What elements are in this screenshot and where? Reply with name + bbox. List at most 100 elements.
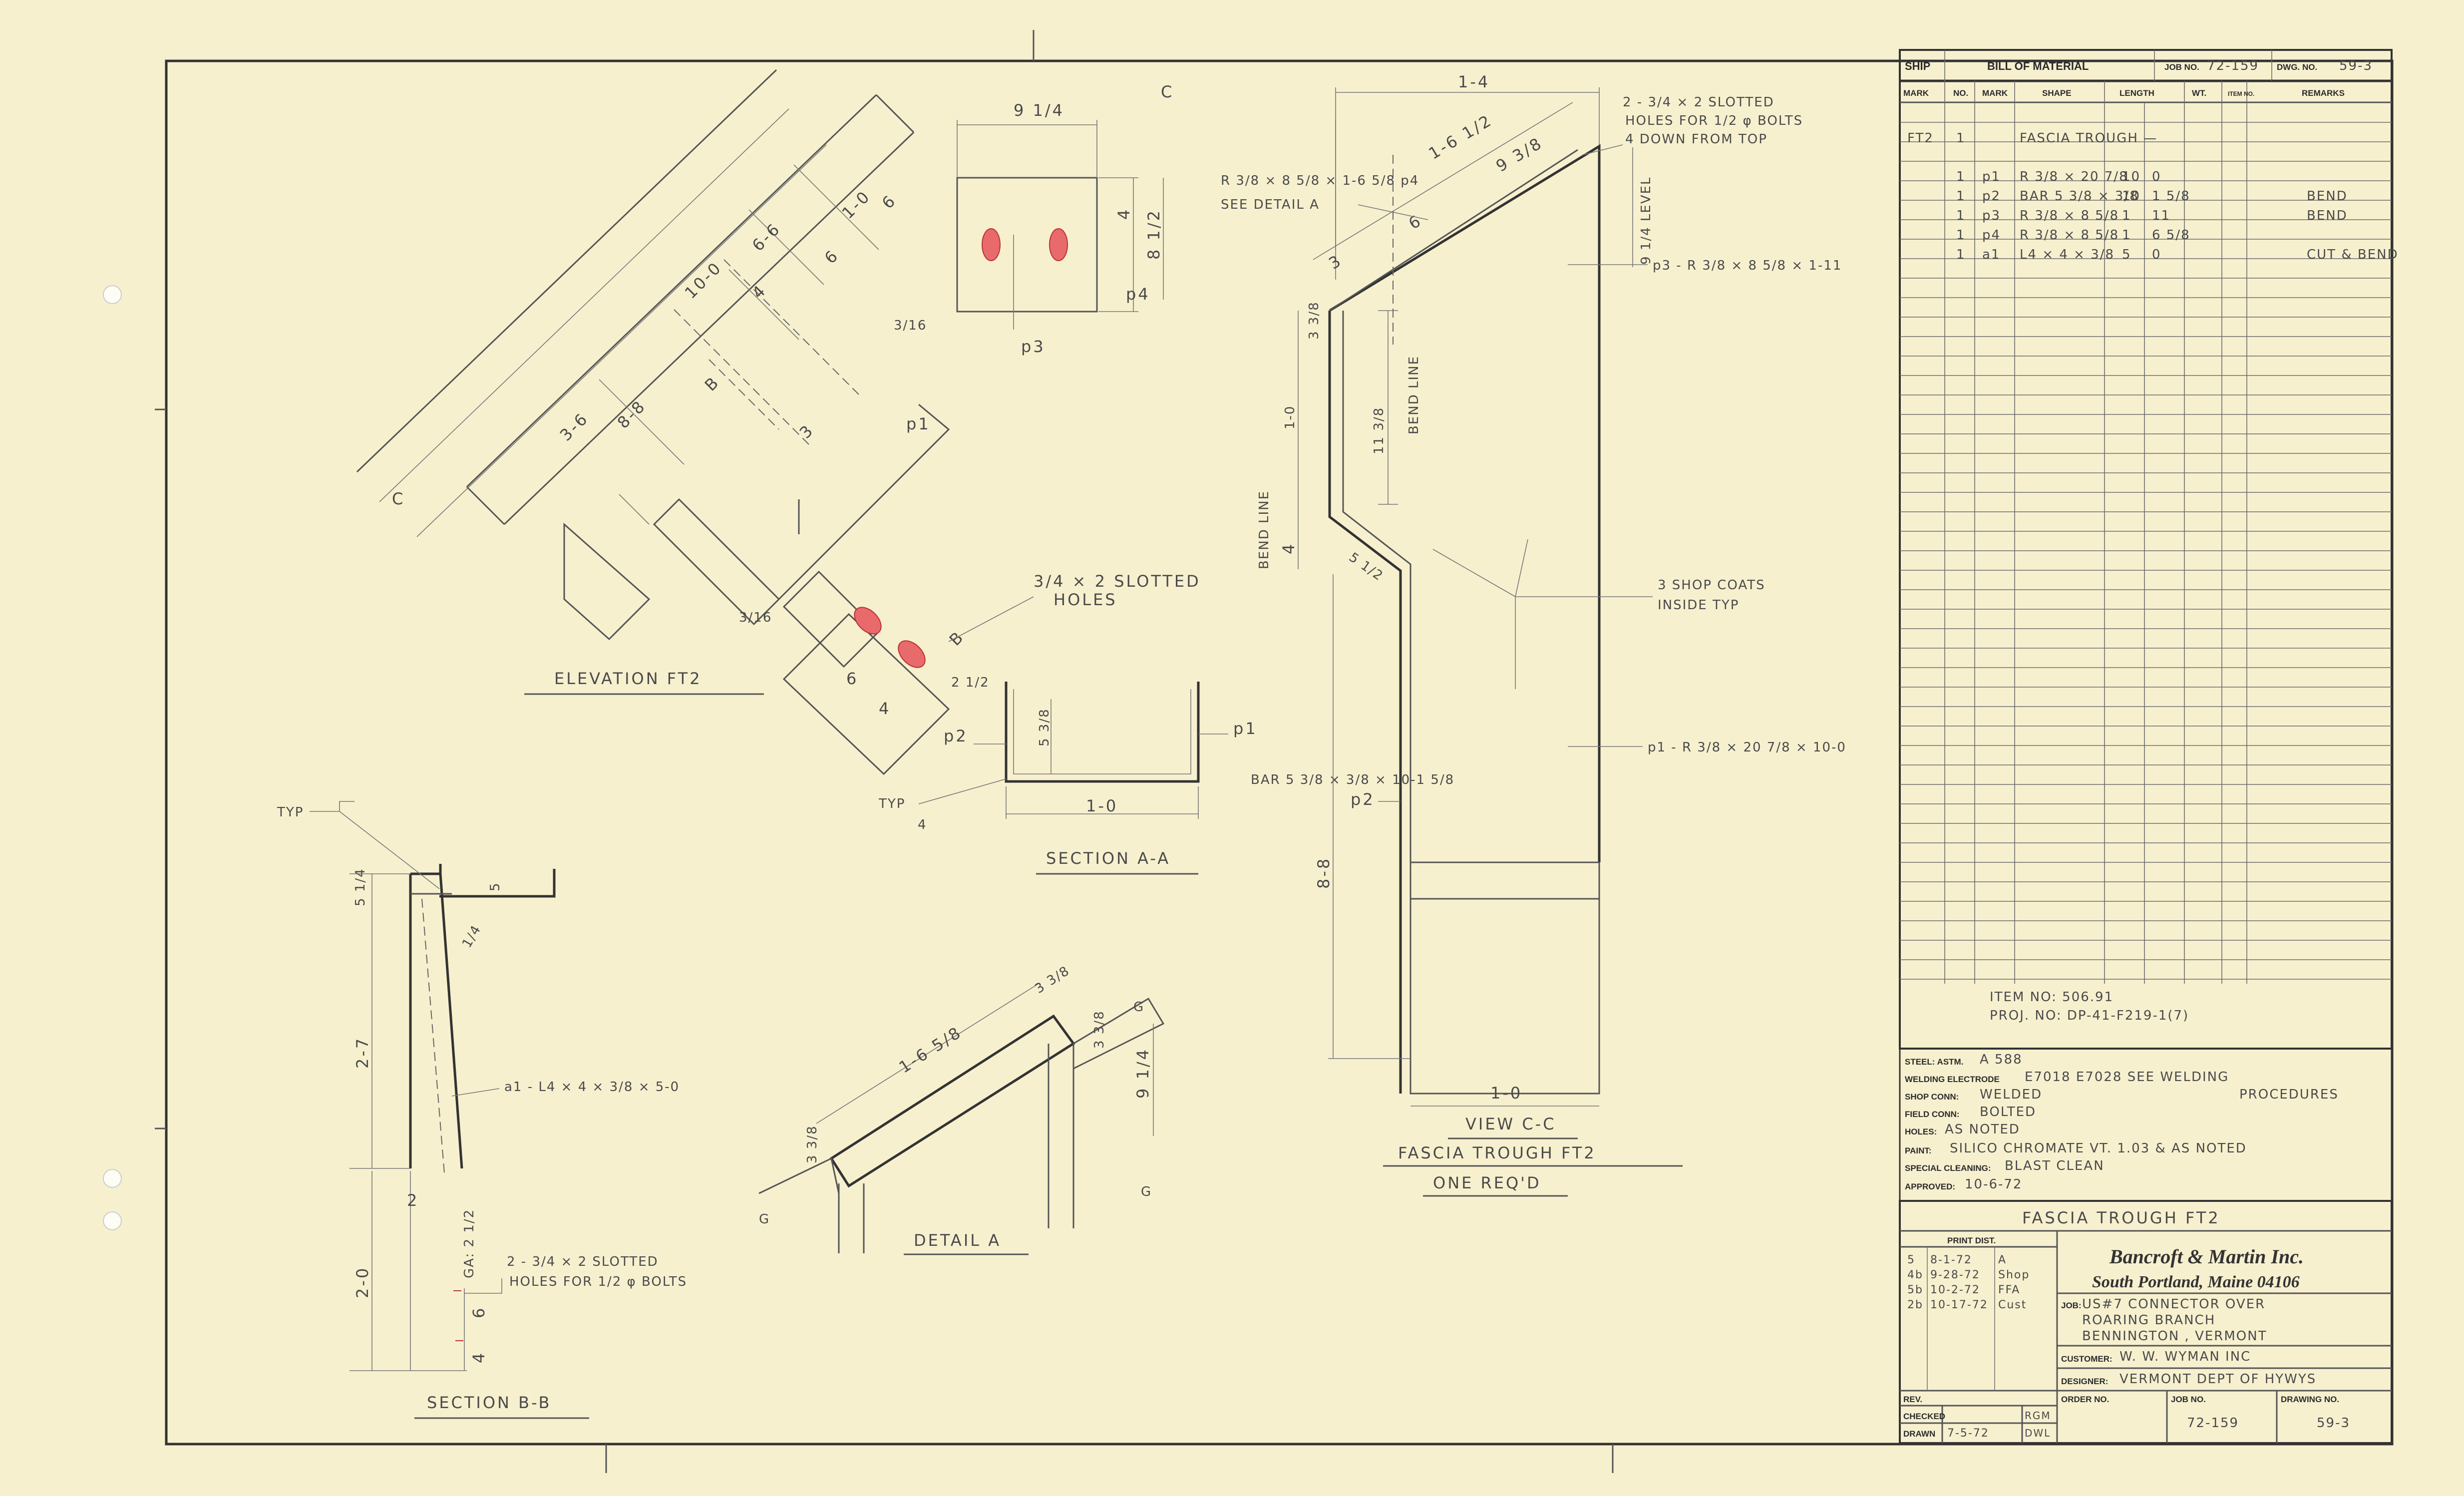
elev-hole-note-2: HOLES (1054, 590, 1117, 609)
col-wt: WT. (2192, 88, 2206, 98)
col-remarks: REMARKS (2302, 88, 2345, 98)
bom-cell-len2: 0 (2152, 169, 2161, 184)
weld-3-16: 3/16 (894, 318, 927, 333)
bom-cell-mark: FT2 (1907, 131, 1934, 146)
slotted-hole (982, 228, 1001, 261)
print-dist-date: 10-17-72 (1930, 1299, 1988, 1311)
mark-p4: p4 (1126, 285, 1150, 304)
bom-cell-len2: 1 5/8 (2152, 189, 2190, 204)
elev-dim-6c: 6 (846, 669, 858, 688)
mark-p1: p1 (906, 414, 931, 433)
bom-cell-len1: 10 (2122, 189, 2140, 204)
aa-typ: TYP (878, 796, 905, 811)
cc-bend-line2: BEND LINE (1257, 490, 1272, 569)
drawn-by: DWL (2025, 1427, 2051, 1439)
bom-ship: SHIP (1905, 60, 1930, 72)
col-mark2: MARK (1982, 88, 2008, 98)
bom-cell-len1: 10 (2122, 169, 2140, 184)
checked-by: RGM (2025, 1410, 2051, 1422)
note-paint: SILICO CHROMATE VT. 1.03 & AS NOTED (1950, 1141, 2247, 1156)
note-electrode: E7018 E7028 SEE WELDING (2025, 1070, 2229, 1085)
job-no: 72-159 (2187, 1416, 2239, 1431)
bom-cell-len2: 6 5/8 (2152, 228, 2190, 243)
checked-label: CHECKED (1903, 1412, 1945, 1421)
job-no-label: JOB NO. (2171, 1395, 2206, 1404)
binder-hole (103, 285, 122, 304)
bom-job-label: JOB NO. (2164, 62, 2199, 72)
order-label: ORDER NO. (2061, 1395, 2109, 1404)
bom-cell-shape: FASCIA TROUGH — (2020, 131, 2157, 146)
section-aa-title: SECTION A-A (1046, 849, 1170, 868)
detail-dim-9-1-4: 9 1/4 (1133, 1048, 1152, 1099)
bom-dwg-no: 59-3 (2339, 58, 2373, 73)
bb-dim-2-7: 2-7 (353, 1037, 372, 1069)
plate-dim-9-1-4: 9 1/4 (1014, 101, 1064, 120)
bb-dim-5: 5 (488, 882, 503, 891)
note-field: BOLTED (1980, 1105, 2036, 1120)
general-notes: STEEL: ASTM. A 588 WELDING ELECTRODE E70… (1899, 1048, 2393, 1202)
aa-width: 1-0 (1086, 796, 1118, 815)
bom-cell-len1: 1 (2122, 208, 2131, 223)
section-bb-title: SECTION B-B (427, 1393, 551, 1412)
designer-label: DESIGNER: (2061, 1377, 2108, 1386)
bb-typ: TYP (277, 805, 304, 820)
note-approved-label: APPROVED: (1905, 1182, 1955, 1191)
bb-dim-2-0: 2-0 (353, 1266, 372, 1298)
elev-dim-4b: 4 (879, 699, 891, 718)
cc-detail-ref: SEE DETAIL A (1221, 197, 1320, 212)
bom-cell-shape: L4 × 4 × 3/8 (2020, 247, 2114, 262)
bom-cell-len1: 5 (2122, 247, 2131, 262)
bom-cell-remarks: BEND (2307, 208, 2348, 223)
bom-cell-no: 1 (1956, 247, 1966, 262)
plate-dim-8-1-2: 8 1/2 (1144, 209, 1163, 260)
customer-label: CUSTOMER: (2061, 1354, 2112, 1364)
note-cleaning-label: SPECIAL CLEANING: (1905, 1163, 1991, 1173)
print-dist-count: 2b (1907, 1299, 1923, 1311)
col-no: NO. (1953, 88, 1968, 98)
note-paint-label: PAINT: (1905, 1146, 1932, 1155)
bom-cell-no: 1 (1956, 208, 1966, 223)
drawing-no: 59-3 (2317, 1416, 2350, 1431)
job-line2: ROARING BRANCH (2082, 1313, 2215, 1328)
bom-cell-no: 1 (1956, 189, 1966, 204)
slotted-hole (898, 640, 926, 668)
bb-dim-4: 4 (469, 1351, 488, 1363)
aa-bar-note: BAR 5 3/8 × 3/8 × 10-1 5/8 (1251, 772, 1454, 787)
binder-hole (103, 1169, 122, 1188)
bom-cell-shape: R 3/8 × 8 5/8 (2020, 228, 2119, 243)
note-shop: WELDED (1980, 1087, 2042, 1102)
bom-cell-shape: R 3/8 × 8 5/8 (2020, 208, 2119, 223)
note-holes-label: HOLES: (1905, 1127, 1937, 1136)
cc-coat-note2: INSIDE TYP (1658, 598, 1739, 613)
cc-top-note3: 4 DOWN FROM TOP (1625, 132, 1767, 147)
job-line1: US#7 CONNECTOR OVER (2082, 1297, 2265, 1312)
bb-gage: GA: 2 1/2 (462, 1209, 477, 1278)
aa-p2: p2 (944, 727, 968, 746)
cc-bend-line: BEND LINE (1407, 356, 1421, 434)
job-line3: BENNINGTON , VERMONT (2082, 1329, 2267, 1344)
binder-hole (103, 1211, 122, 1230)
aa-height: 5 3/8 (1037, 708, 1052, 747)
bom-proj-no: PROJ. NO: DP-41-F219-1(7) (1990, 1008, 2189, 1023)
detail-dim-3b: 3 3/8 (1092, 1010, 1107, 1049)
cc-p1-note: p1 - R 3/8 × 20 7/8 × 10-0 (1648, 740, 1846, 755)
cc-dim-1-0: 1-0 (1283, 405, 1298, 429)
designer: VERMONT DEPT OF HYWYS (2119, 1372, 2316, 1387)
view-cc-subtitle: FASCIA TROUGH FT2 (1398, 1143, 1596, 1162)
bom-title: BILL OF MATERIAL (1987, 60, 2089, 72)
cc-top-note: 2 - 3/4 × 2 SLOTTED (1623, 95, 1774, 110)
bom-cell-sub: p1 (1982, 169, 2001, 184)
mark-c-left: C (392, 489, 405, 508)
bom-cell-shape: R 3/8 × 20 7/8 (2020, 169, 2128, 184)
cc-dim-11-3-8: 11 3/8 (1372, 407, 1387, 454)
cc-dim-top: 1-4 (1458, 72, 1490, 91)
note-shop-label: SHOP CONN: (1905, 1092, 1959, 1102)
customer: W. W. WYMAN INC (2119, 1349, 2251, 1364)
bom-cell-sub: p4 (1982, 228, 2001, 243)
note-cleaning: BLAST CLEAN (2005, 1158, 2105, 1173)
cc-p4-note: R 3/8 × 8 5/8 × 1-6 5/8 p4 (1221, 173, 1419, 188)
note-electrode-label: WELDING ELECTRODE (1905, 1075, 2000, 1084)
bb-dim-5-1-4: 5 1/4 (353, 868, 368, 906)
